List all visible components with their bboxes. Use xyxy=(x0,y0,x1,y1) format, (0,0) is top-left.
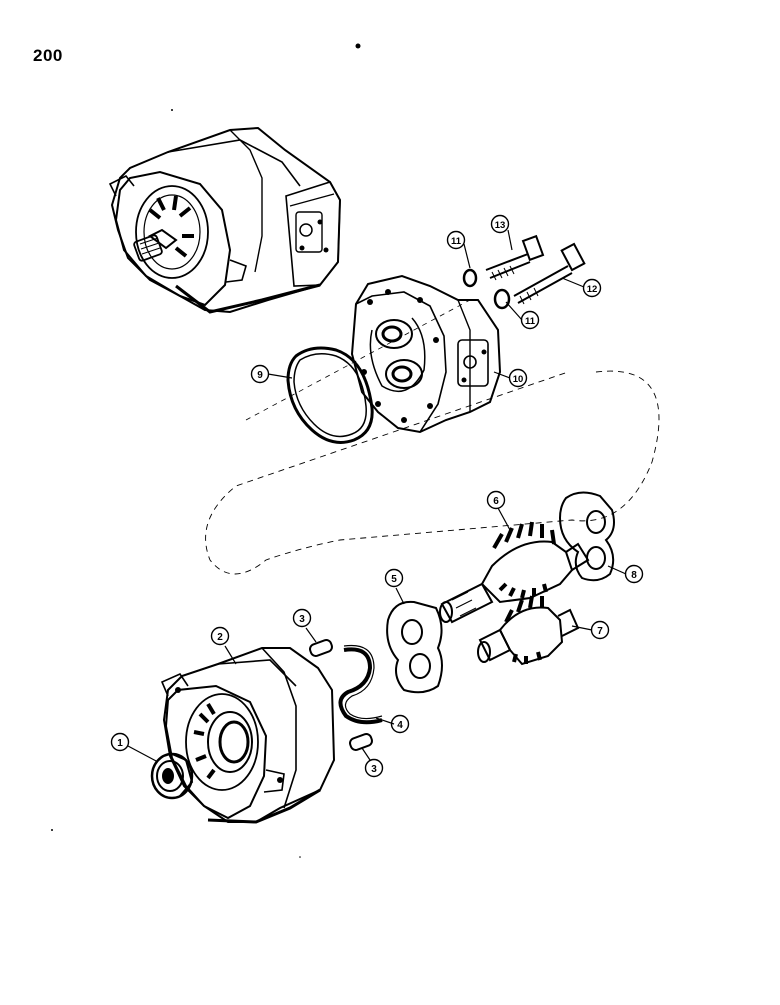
callout-1: 1 xyxy=(110,732,130,752)
callout-11-lower: 11 xyxy=(520,310,540,330)
callout-10: 10 xyxy=(508,368,528,388)
svg-text:4: 4 xyxy=(397,720,403,731)
callout-12: 12 xyxy=(582,278,602,298)
alignment-loop xyxy=(205,370,660,575)
callout-11-upper: 11 xyxy=(446,230,466,250)
svg-text:1: 1 xyxy=(117,738,123,749)
shaft-seal xyxy=(150,752,194,800)
callout-6: 6 xyxy=(486,490,506,510)
callout-2: 2 xyxy=(210,626,230,646)
svg-text:11: 11 xyxy=(451,236,462,247)
page-number: 200 xyxy=(33,46,63,65)
svg-text:12: 12 xyxy=(587,284,598,295)
svg-text:3: 3 xyxy=(371,764,377,775)
svg-text:8: 8 xyxy=(631,570,637,581)
callout-9: 9 xyxy=(250,364,270,384)
svg-text:2: 2 xyxy=(217,632,223,643)
svg-text:7: 7 xyxy=(597,626,603,637)
rear-cover xyxy=(245,274,502,434)
o-ring-seal xyxy=(286,346,374,444)
svg-text:11: 11 xyxy=(525,316,536,327)
driven-gear-shaft xyxy=(477,595,580,666)
callout-3-lower: 3 xyxy=(364,758,384,778)
wear-plate-rear xyxy=(558,491,615,582)
gear-seal xyxy=(338,647,383,725)
assembled-pump xyxy=(108,126,342,314)
callout-5: 5 xyxy=(384,568,404,588)
svg-text:10: 10 xyxy=(513,374,524,385)
svg-text:13: 13 xyxy=(495,220,506,231)
svg-text:6: 6 xyxy=(493,496,499,507)
callout-13: 13 xyxy=(490,214,510,234)
bolts-and-washers xyxy=(462,234,586,310)
leader-lines xyxy=(127,229,627,763)
svg-text:3: 3 xyxy=(299,614,305,625)
callout-8: 8 xyxy=(624,564,644,584)
svg-text:5: 5 xyxy=(391,574,397,585)
drive-gear-shaft xyxy=(439,521,590,624)
dowel-pins xyxy=(309,639,373,751)
pump-body xyxy=(160,647,336,824)
callout-3-upper: 3 xyxy=(292,608,312,628)
wear-plate-front xyxy=(386,600,443,694)
callout-7: 7 xyxy=(590,620,610,640)
callout-4: 4 xyxy=(390,714,410,734)
svg-text:9: 9 xyxy=(257,370,263,381)
